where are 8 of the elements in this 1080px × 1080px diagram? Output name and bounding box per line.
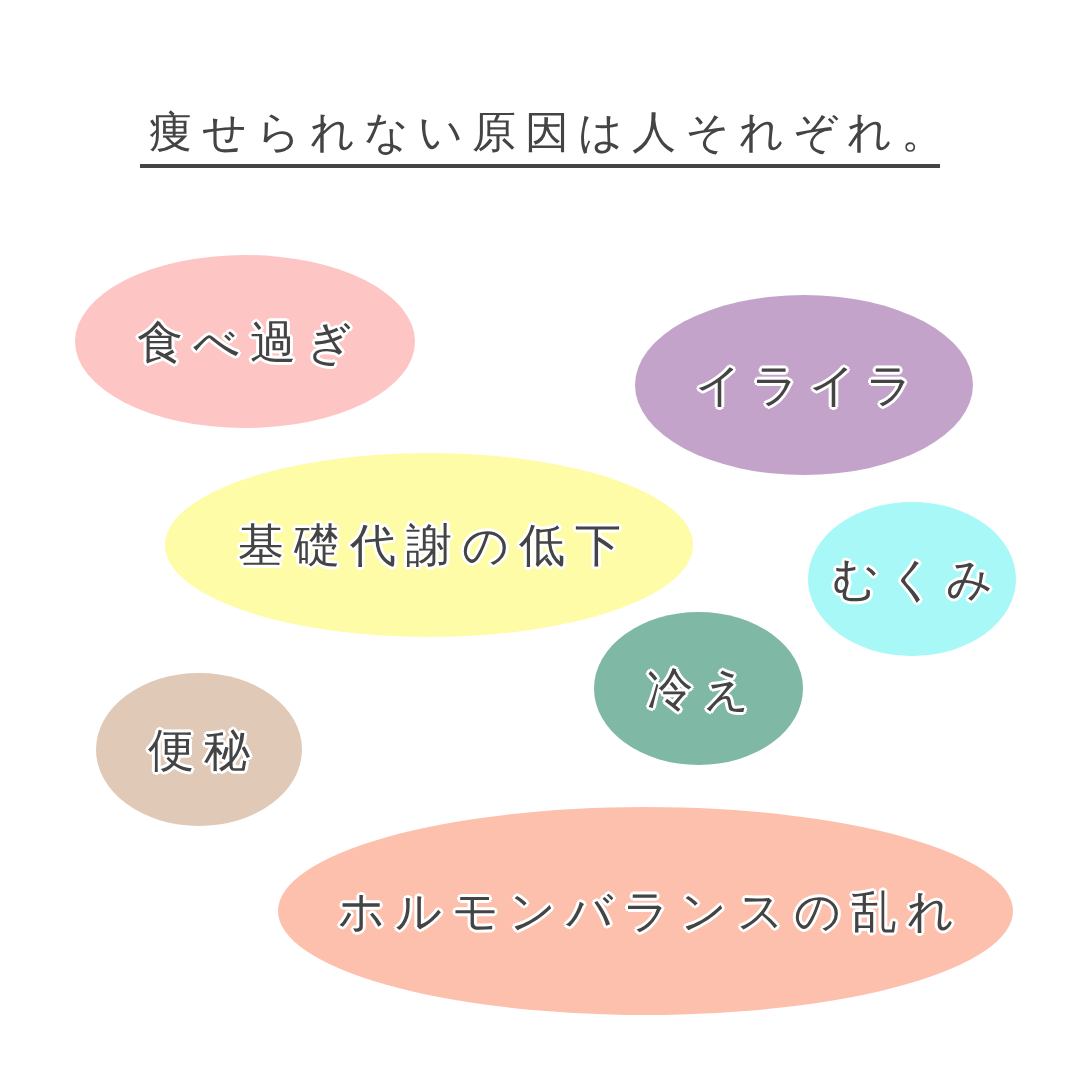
bubble-text: 食べ過ぎ xyxy=(136,314,363,369)
title-text: 痩せられない原因は人それぞれ。 xyxy=(148,105,940,159)
bubble-text: ホルモンバランスの乱れ xyxy=(336,884,964,938)
bubble-text: むくみ xyxy=(830,552,1003,606)
bubble-text: イライラ xyxy=(694,358,923,412)
bubble-text: 冷え xyxy=(646,661,760,716)
bubble-text: 基礎代謝の低下 xyxy=(236,518,631,572)
bubble-text: 便秘 xyxy=(147,722,260,777)
